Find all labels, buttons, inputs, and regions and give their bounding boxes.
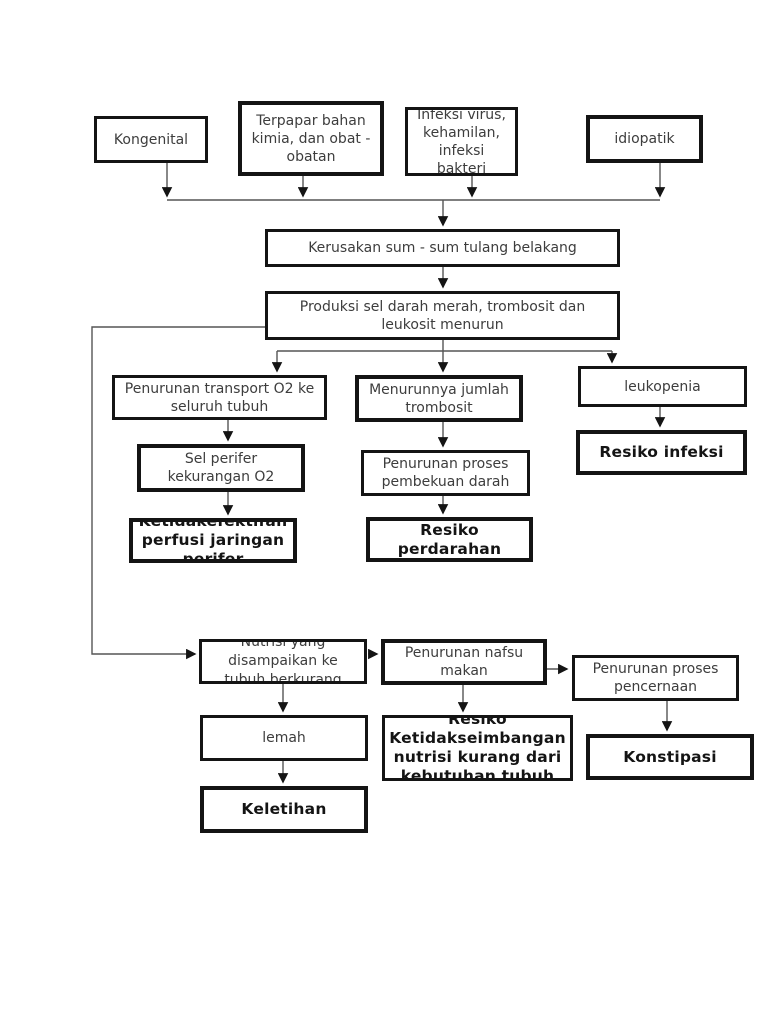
node-resiko-infeksi: Resiko infeksi: [576, 430, 747, 475]
node-terpapar-bahan-kimia: Terpapar bahan kimia, dan obat - obatan: [238, 101, 384, 176]
node-lemah: lemah: [200, 715, 368, 761]
node-nutrisi-berkurang: Nutrisi yang disampaikan ke tubuh berkur…: [199, 639, 367, 684]
node-sel-perifer: Sel perifer kekurangan O2: [137, 444, 305, 492]
node-ketidakefektifan-perfusi: Ketidakefektifan perfusi jaringan perife…: [129, 518, 297, 563]
node-produksi-sel-darah: Produksi sel darah merah, trombosit dan …: [265, 291, 620, 340]
node-penurunan-nafsu-makan: Penurunan nafsu makan: [381, 639, 547, 685]
node-penurunan-transport-o2: Penurunan transport O2 ke seluruh tubuh: [112, 375, 327, 420]
node-idiopatik: idiopatik: [586, 115, 703, 163]
node-infeksi-virus: Infeksi virus, kehamilan, infeksi bakter…: [405, 107, 518, 176]
node-leukopenia: leukopenia: [578, 366, 747, 407]
node-penurunan-pencernaan: Penurunan proses pencernaan: [572, 655, 739, 701]
node-keletihan: Keletihan: [200, 786, 368, 833]
node-resiko-perdarahan: Resiko perdarahan: [366, 517, 533, 562]
node-resiko-ketidakseimbangan-nutrisi: Resiko Ketidakseimbangan nutrisi kurang …: [382, 715, 573, 781]
node-kongenital: Kongenital: [94, 116, 208, 163]
node-kerusakan-sumsum: Kerusakan sum - sum tulang belakang: [265, 229, 620, 267]
node-menurunnya-trombosit: Menurunnya jumlah trombosit: [355, 375, 523, 422]
node-penurunan-pembekuan: Penurunan proses pembekuan darah: [361, 450, 530, 496]
node-konstipasi: Konstipasi: [586, 734, 754, 780]
